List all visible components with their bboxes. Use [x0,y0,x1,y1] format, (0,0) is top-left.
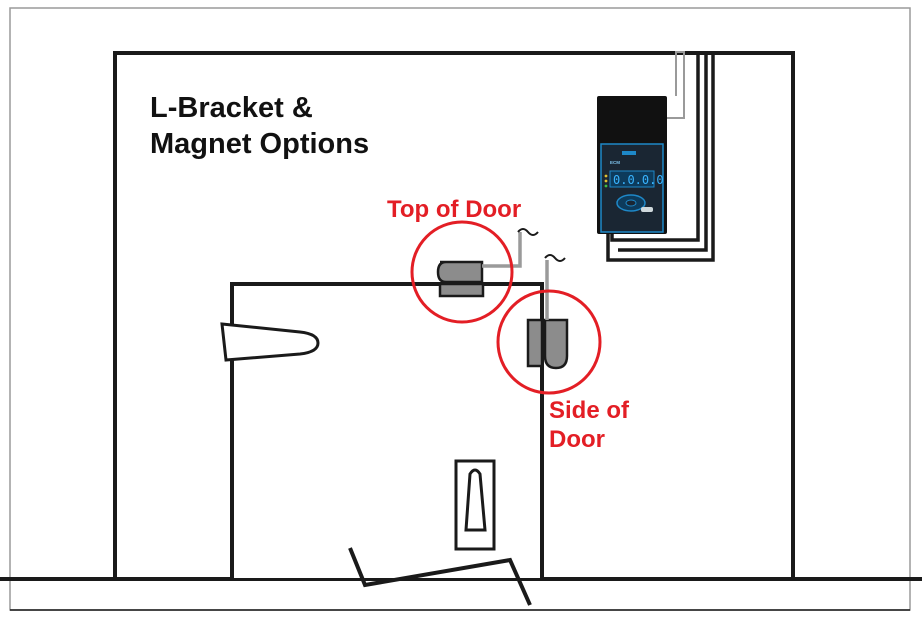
door-handle [220,322,320,362]
top-magnet-assembly [436,228,539,298]
controller-header-text: ECM [610,160,620,165]
controller-display: 0.0.0.0 [613,173,664,187]
top-of-door-label: Top of Door [387,196,521,223]
door-break-line [348,547,532,606]
controller-wires [606,51,715,262]
side-of-door-label-line-1: Side of [549,397,630,424]
door-frame [113,51,795,578]
top-of-door-callout-circle [410,220,514,324]
door-slot [464,468,487,532]
title-line-1: L-Bracket & [150,92,313,124]
side-of-door-callout-circle [496,289,602,395]
side-of-door-label-line-2: Door [549,426,605,453]
title-line-2: Magnet Options [150,128,369,160]
controller-unit: ECM 0.0.0.0 [597,96,667,234]
